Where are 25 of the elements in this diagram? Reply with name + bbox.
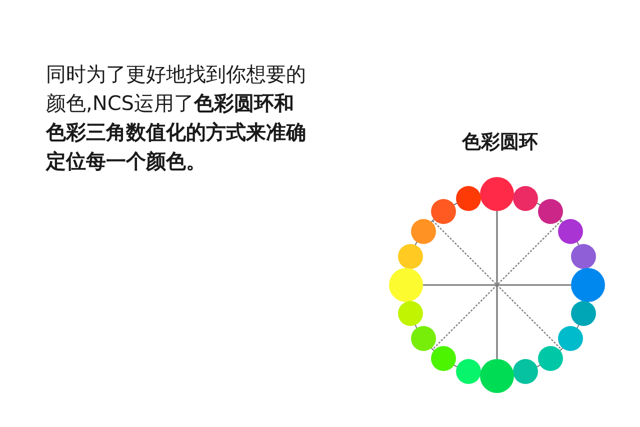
wheel-dot bbox=[538, 198, 563, 224]
paragraph: 同时为了更好地找到你想要的颜色,NCS运用了色彩圆环和色彩三角数值化的方式来准确定位每一个颜色。 bbox=[46, 61, 307, 175]
wheel-dot bbox=[456, 186, 482, 211]
wheel-dot bbox=[512, 359, 538, 384]
wheel-dot bbox=[558, 219, 584, 244]
wheel-dot bbox=[480, 359, 514, 393]
connector-line bbox=[496, 211, 498, 359]
wheel-dot bbox=[571, 300, 596, 326]
diagonal-cross bbox=[432, 220, 562, 350]
wheel-dot bbox=[389, 268, 423, 302]
wheel-dot bbox=[538, 346, 563, 372]
wheel-dot bbox=[571, 268, 605, 302]
wheel-dot bbox=[431, 346, 456, 372]
wheel-dot bbox=[398, 244, 423, 270]
connector-line bbox=[423, 284, 571, 286]
wheel-dot bbox=[456, 359, 482, 384]
wheel-dot bbox=[431, 198, 456, 224]
wheel-dot bbox=[410, 219, 436, 244]
wheel-dot bbox=[571, 244, 596, 270]
wheel-dot bbox=[410, 326, 436, 351]
wheel-dot bbox=[398, 300, 423, 326]
wheel-dot bbox=[558, 326, 584, 351]
heading: 色彩圆环 bbox=[462, 130, 538, 155]
wheel-dot bbox=[480, 177, 514, 211]
wheel-dot bbox=[512, 186, 538, 211]
